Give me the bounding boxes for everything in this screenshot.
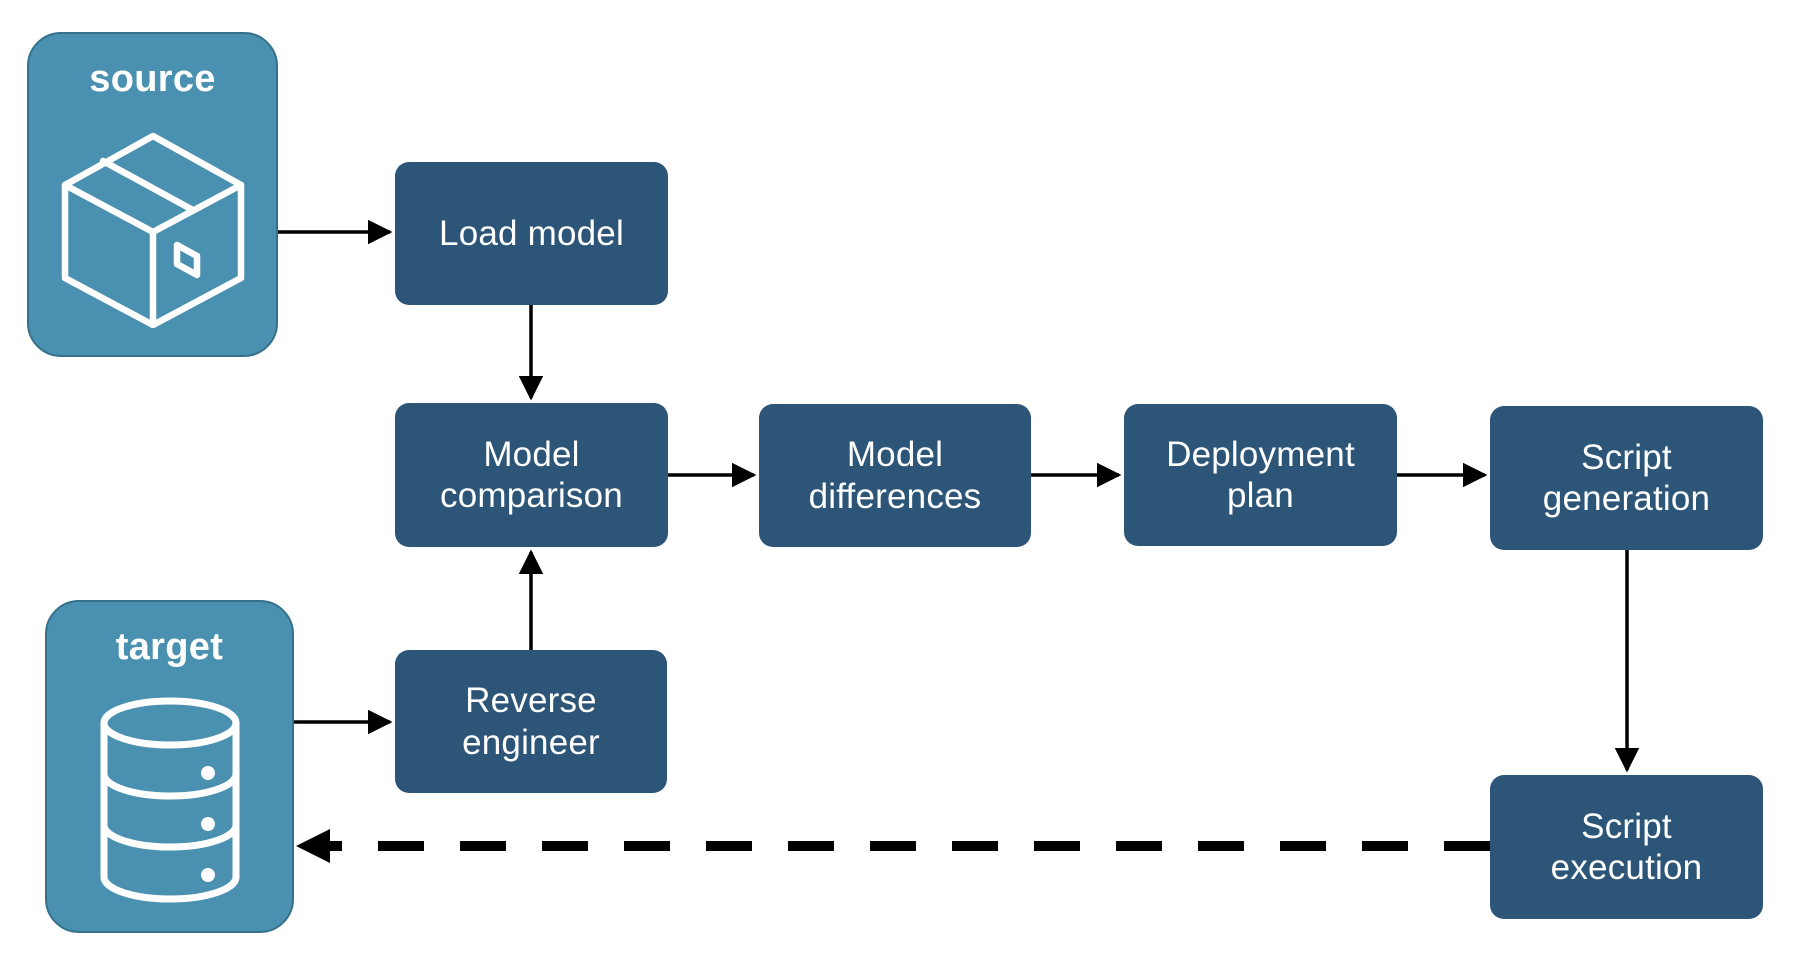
process-label-model-differences: Model differences — [809, 434, 982, 517]
process-node-deployment-plan[interactable]: Deployment plan — [1124, 404, 1397, 546]
process-label-line-1: Model — [483, 434, 580, 474]
process-label-deployment-plan: Deployment plan — [1166, 434, 1355, 517]
process-label-line-2: generation — [1542, 479, 1711, 518]
process-label-line-2: execution — [1550, 848, 1703, 887]
process-label-line-2: differences — [808, 476, 982, 516]
process-label-model-comparison: Model comparison — [440, 434, 623, 517]
database-cylinder-icon — [47, 669, 292, 931]
process-label-line-1: Deployment — [1166, 434, 1355, 474]
endpoint-node-target[interactable]: target — [45, 600, 294, 933]
process-node-load-model[interactable]: Load model — [395, 162, 668, 305]
process-label-line-1: Script — [1581, 806, 1672, 846]
process-node-script-generation[interactable]: Script generation — [1490, 406, 1763, 550]
process-node-reverse-engineer[interactable]: Reverse engineer — [395, 650, 667, 793]
process-node-model-comparison[interactable]: Model comparison — [395, 403, 668, 547]
process-label-script-generation: Script generation — [1543, 437, 1710, 520]
process-label-line-2: plan — [1227, 476, 1294, 515]
process-label-line-1: Script — [1581, 437, 1672, 477]
endpoint-label-target: target — [115, 626, 224, 668]
process-label-script-execution: Script execution — [1551, 806, 1703, 889]
process-label-line-2: comparison — [440, 476, 623, 515]
endpoint-node-source[interactable]: source — [27, 32, 278, 357]
package-box-icon — [29, 101, 276, 355]
process-label-reverse-engineer: Reverse engineer — [462, 680, 600, 763]
endpoint-label-source: source — [89, 58, 216, 100]
process-node-model-differences[interactable]: Model differences — [759, 404, 1031, 547]
process-label-line-1: Model — [846, 435, 944, 475]
process-node-script-execution[interactable]: Script execution — [1490, 775, 1763, 919]
process-label-line-2: engineer — [462, 722, 600, 762]
process-label-load-model: Load model — [439, 213, 624, 253]
edge-script-execution-to-target-arrowhead — [296, 829, 330, 863]
process-label-line-1: Reverse — [465, 681, 597, 721]
